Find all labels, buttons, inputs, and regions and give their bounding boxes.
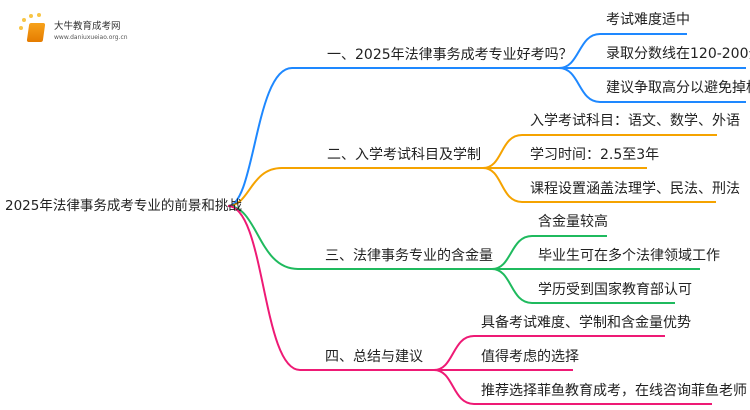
- branch-2-title: 二、入学考试科目及学制: [327, 147, 481, 163]
- branch-1-lines: [227, 33, 746, 207]
- branch-3-item: 毕业生可在多个法律领域工作: [538, 248, 720, 264]
- branch-4-title: 四、总结与建议: [325, 349, 423, 365]
- logo-dot-icon: [29, 14, 33, 18]
- logo-name: 大牛教育成考网: [54, 21, 121, 32]
- branch-4-item: 推荐选择菲鱼教育成考，在线咨询菲鱼老师: [481, 383, 747, 399]
- logo-dot-icon: [19, 26, 23, 30]
- branch-3-item: 含金量较高: [538, 214, 608, 230]
- branch-3-lines: [227, 205, 700, 304]
- branch-1-item: 录取分数线在120-200分: [606, 46, 750, 62]
- branch-1-item: 建议争取高分以避免掉档: [606, 80, 750, 96]
- branch-2-item: 学习时间：2.5至3年: [530, 147, 660, 163]
- branch-2-item: 课程设置涵盖法理学、民法、刑法: [530, 181, 740, 197]
- branch-4-item: 具备考试难度、学制和含金量优势: [481, 315, 691, 331]
- branch-2-item: 入学考试科目：语文、数学、外语: [530, 113, 740, 129]
- logo-dot-icon: [22, 18, 26, 22]
- root-topic: 2025年法律事务成考专业的前景和挑战: [5, 198, 242, 214]
- branch-1-title: 一、2025年法律事务成考专业好考吗？: [327, 47, 573, 63]
- branch-3-item: 学历受到国家教育部认可: [538, 282, 692, 298]
- logo-dot-icon: [37, 13, 41, 17]
- branch-2-lines: [227, 134, 717, 207]
- logo: 大牛教育成考网 www.daniuxueiao.org.cn: [18, 12, 148, 48]
- branch-4-item: 值得考虑的选择: [481, 349, 579, 365]
- branch-1-item: 考试难度适中: [606, 12, 690, 28]
- branch-4-lines: [227, 205, 712, 405]
- branch-3-title: 三、法律事务专业的含金量: [325, 248, 493, 264]
- logo-url: www.daniuxueiao.org.cn: [54, 34, 128, 41]
